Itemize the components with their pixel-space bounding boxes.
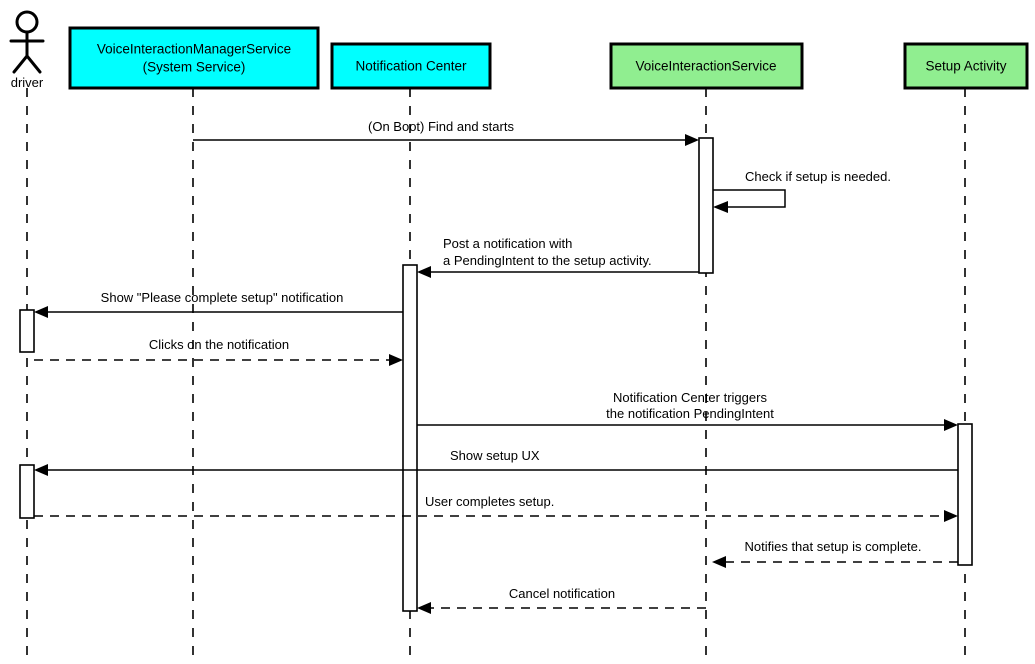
participant-notification-center[interactable]: Notification Center [330, 42, 492, 90]
message-label: Check if setup is needed. [745, 169, 891, 184]
actor-leg-right-icon [25, 54, 42, 74]
actor-driver-label: driver [11, 75, 44, 90]
participant-vims-label-line2: (System Service) [143, 60, 246, 75]
activation-voice-interaction-service-1 [698, 137, 714, 274]
activation-driver-2 [19, 464, 35, 519]
arrowhead-right-icon [944, 510, 958, 522]
message-post-notification[interactable]: Post a notification with a PendingIntent… [417, 236, 699, 278]
message-label: (On Boot) Find and starts [368, 119, 514, 134]
message-show-setup-ux[interactable]: Show setup UX [34, 448, 958, 476]
message-label: Clicks on the notification [149, 337, 289, 352]
arrowhead-left-icon [712, 556, 726, 568]
arrowhead-right-icon [389, 354, 403, 366]
arrowhead-left-icon [713, 201, 728, 213]
participant-setup-activity[interactable]: Setup Activity [903, 42, 1029, 90]
participant-boxes-group: VoiceInteractionManagerService (System S… [68, 26, 1029, 90]
message-check-if-setup-needed[interactable]: Check if setup is needed. [713, 169, 891, 213]
participant-voice-interaction-service-box[interactable] [609, 42, 804, 90]
arrowhead-left-icon [417, 266, 431, 278]
message-label: Show "Please complete setup" notificatio… [101, 290, 344, 305]
message-show-please-complete-setup[interactable]: Show "Please complete setup" notificatio… [34, 290, 403, 318]
activation-notification-center-1 [402, 264, 418, 612]
participant-setup-activity-box[interactable] [903, 42, 1029, 90]
message-label: User completes setup. [425, 494, 554, 509]
message-label: Notifies that setup is complete. [744, 539, 921, 554]
activation-driver-1 [19, 309, 35, 353]
participant-vims[interactable]: VoiceInteractionManagerService (System S… [68, 26, 320, 90]
activation-setup-activity-1 [957, 423, 973, 566]
arrowhead-left-icon [34, 464, 48, 476]
participant-vims-label-line1: VoiceInteractionManagerService [97, 42, 291, 57]
participant-vims-box[interactable] [68, 26, 320, 90]
participant-notification-center-box[interactable] [330, 42, 492, 90]
message-label-line1: Notification Center triggers [613, 390, 767, 405]
message-clicks-on-notification[interactable]: Clicks on the notification [34, 337, 403, 366]
message-cancel-notification[interactable]: Cancel notification [417, 586, 706, 614]
actor-leg-left-icon [12, 54, 29, 74]
participant-setup-activity-label: Setup Activity [925, 59, 1006, 74]
arrowhead-right-icon [944, 419, 958, 431]
message-label-line2: the notification PendingIntent [606, 406, 774, 421]
message-label: Cancel notification [509, 586, 615, 601]
message-notifies-setup-complete[interactable]: Notifies that setup is complete. [712, 539, 958, 568]
actor-head-icon [15, 10, 39, 34]
message-label-line1: Post a notification with [443, 236, 572, 251]
arrowhead-right-icon [685, 134, 699, 146]
participant-voice-interaction-service[interactable]: VoiceInteractionService [609, 42, 804, 90]
participant-voice-interaction-service-label: VoiceInteractionService [635, 59, 776, 74]
activation-bars-group [19, 137, 973, 612]
message-label: Show setup UX [450, 448, 540, 463]
arrowhead-left-icon [417, 602, 431, 614]
participant-notification-center-label: Notification Center [355, 59, 467, 74]
actor-driver[interactable]: driver [9, 10, 45, 90]
message-notification-center-triggers[interactable]: Notification Center triggers the notific… [417, 390, 958, 431]
message-on-boot-find-starts[interactable]: (On Boot) Find and starts [193, 119, 699, 146]
arrowhead-left-icon [34, 306, 48, 318]
message-self-call-path [713, 189, 786, 208]
message-label-line2: a PendingIntent to the setup activity. [443, 253, 652, 268]
message-user-completes-setup[interactable]: User completes setup. [34, 494, 958, 522]
